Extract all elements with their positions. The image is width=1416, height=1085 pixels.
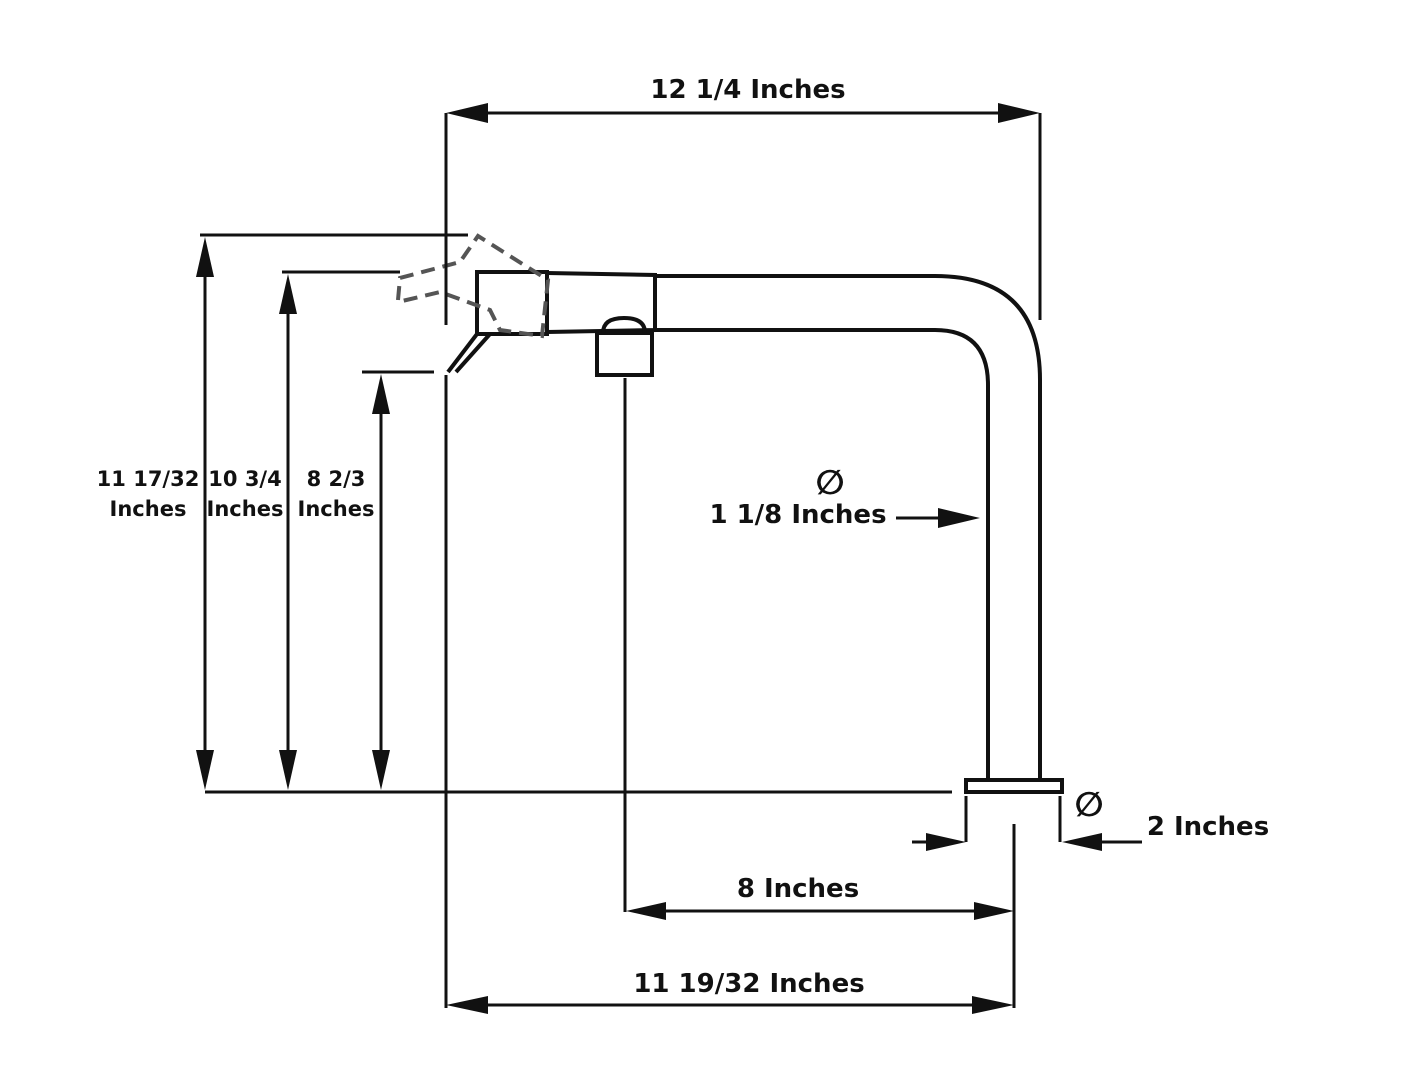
arrow-right — [926, 833, 966, 851]
lever-raised-position — [396, 233, 551, 339]
label-pipe-diameter: 1 1/8 Inches — [709, 500, 886, 530]
label-reach-spout: 8 Inches — [737, 874, 859, 904]
arrow-left — [1062, 833, 1102, 851]
arrow-up — [196, 237, 214, 277]
spout-outlet — [595, 331, 654, 377]
arrow-right — [974, 902, 1014, 920]
dim-pipe-diameter: ∅ 1 1/8 Inches — [709, 463, 980, 530]
arrow-down — [196, 750, 214, 790]
arrow-right — [938, 508, 980, 528]
spout-dome — [601, 315, 647, 334]
diameter-symbol-base: ∅ — [1074, 785, 1103, 825]
label-height-spout-2: Inches — [298, 497, 375, 521]
arrow-down — [279, 750, 297, 790]
lever-handle-edge-b — [454, 332, 492, 374]
dim-reach-total: 11 19/32 Inches — [446, 969, 1014, 1014]
diameter-symbol-pipe: ∅ — [815, 463, 844, 503]
arrow-left — [446, 103, 488, 123]
label-height-mid-1: 10 3/4 — [208, 467, 281, 491]
dim-width-top: 12 1/4 Inches — [446, 75, 1040, 123]
lever-raised-outline — [396, 233, 551, 339]
pipe-inner-edge — [655, 328, 990, 780]
arrow-right — [998, 103, 1040, 123]
dim-height-spout: 8 2/3 Inches — [298, 374, 390, 790]
handle-block — [475, 270, 549, 336]
arrow-left — [626, 902, 666, 920]
base-plate — [964, 778, 1064, 794]
extension-lines — [200, 113, 1062, 1008]
label-width-top: 12 1/4 Inches — [650, 75, 845, 105]
arrow-up — [279, 274, 297, 314]
dim-height-total: 11 17/32 Inches — [97, 237, 214, 790]
dim-reach-spout: 8 Inches — [626, 874, 1014, 920]
label-reach-total: 11 19/32 Inches — [633, 969, 864, 999]
dim-height-mid: 10 3/4 Inches — [207, 274, 297, 790]
arrow-left — [446, 996, 488, 1014]
label-height-total-2: Inches — [110, 497, 187, 521]
pipe-outer-edge — [655, 274, 1042, 780]
dim-base-diameter: ∅ 2 Inches — [912, 785, 1269, 851]
arrow-right — [972, 996, 1014, 1014]
faucet-body — [446, 270, 1064, 794]
label-height-spout-1: 8 2/3 — [307, 467, 366, 491]
label-base-diameter: 2 Inches — [1147, 812, 1269, 842]
arrow-up — [372, 374, 390, 414]
label-height-total-1: 11 17/32 — [97, 467, 200, 491]
lever-handle-edge-a — [446, 332, 479, 374]
label-height-mid-2: Inches — [207, 497, 284, 521]
arrow-down — [372, 750, 390, 790]
